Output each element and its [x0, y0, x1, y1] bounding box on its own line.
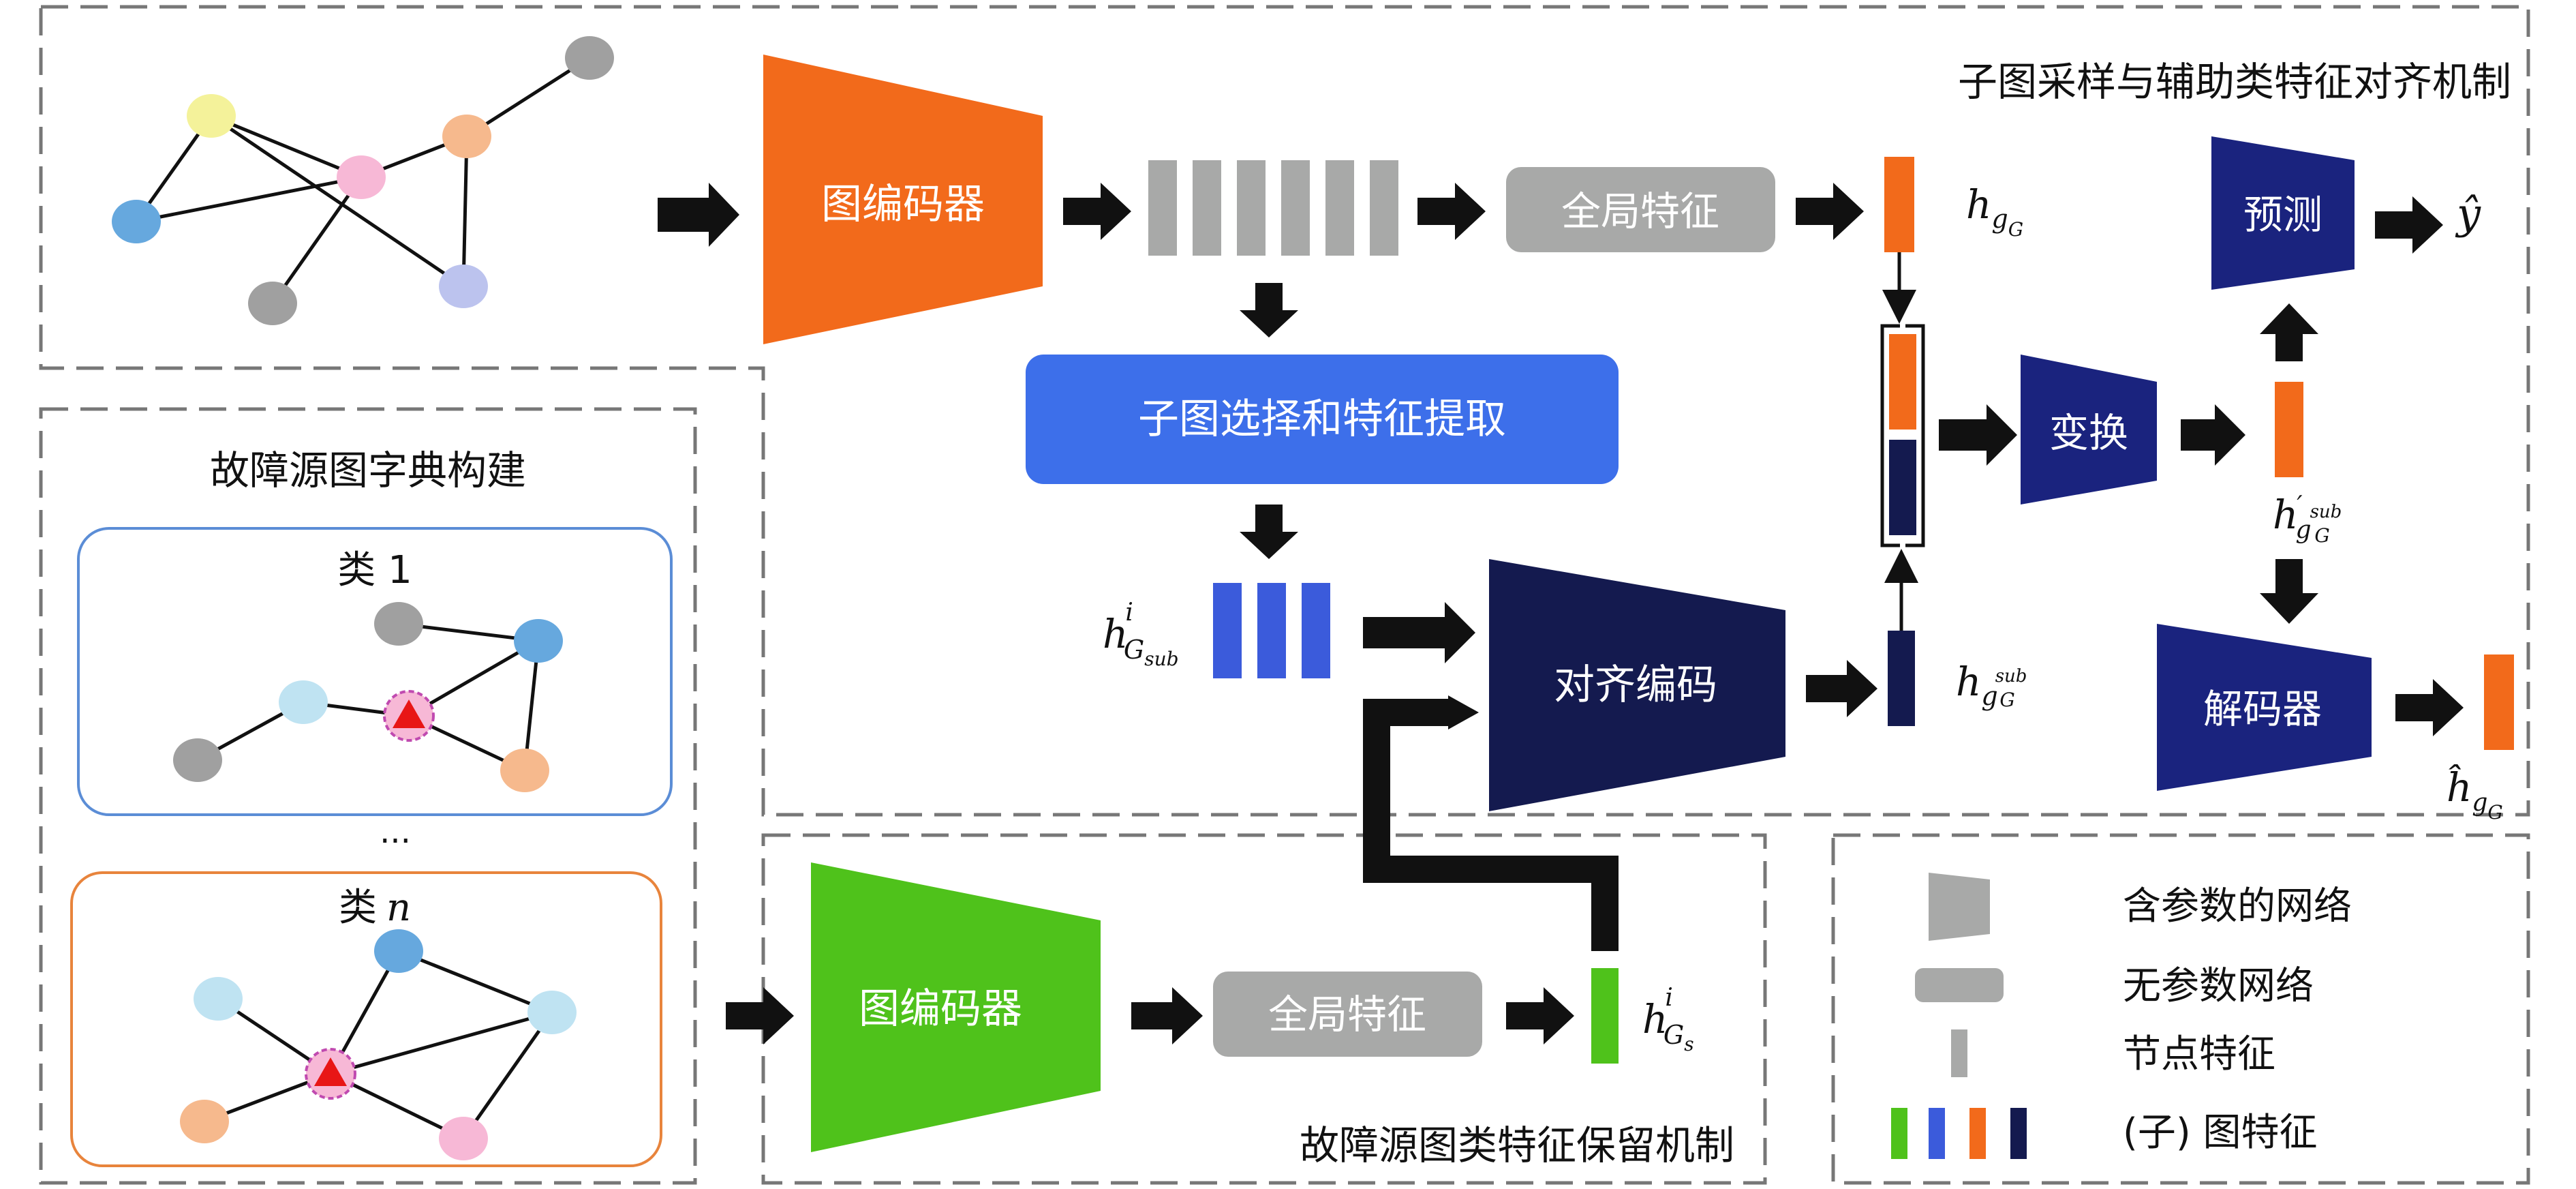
global-feature-top	[1506, 167, 1775, 252]
dict-class1-graph	[173, 602, 563, 792]
predict-block	[2211, 136, 2355, 290]
decoder-block	[2157, 624, 2372, 791]
global-feature-bottom-label: 全局特征	[1268, 991, 1426, 1038]
arrow-encoder-to-nodes	[1063, 183, 1131, 240]
transform-block	[2021, 355, 2157, 505]
arrow-hprime-to-decoder	[2260, 559, 2318, 624]
elbow-arrow-head	[1448, 695, 1479, 729]
input-graph	[112, 36, 614, 325]
subgraph-select-box	[1026, 355, 1619, 484]
dict-classn-box	[70, 871, 662, 1167]
encoder-bottom-label: 图编码器	[859, 985, 1022, 1033]
align-encoder-label: 对齐编码	[1554, 661, 1717, 709]
hgG-bar	[1884, 157, 1914, 252]
decoder-label: 解码器	[2203, 686, 2322, 732]
encoder-top-label: 图编码器	[821, 181, 985, 228]
legend-param-network-label: 含参数的网络	[2123, 884, 2352, 929]
node-gray-1	[248, 282, 297, 325]
node-feature-bars	[1148, 160, 1398, 256]
y-hat-label: ŷ	[2455, 189, 2481, 239]
legend-node-feature-icon	[1951, 1029, 1967, 1077]
concat-vector	[1880, 324, 1925, 547]
frame-dictionary	[39, 407, 697, 1185]
arrow-concat-to-transform	[1939, 404, 2017, 466]
arrow-select-to-subbars	[1240, 505, 1298, 559]
global-feature-top-label: 全局特征	[1561, 188, 1719, 235]
node-gray-2	[565, 36, 614, 80]
title-class-retention: 故障源图类特征保留机制	[1300, 1122, 1734, 1169]
arrow-input-to-encoder	[658, 183, 739, 247]
title-dictionary: 故障源图字典构建	[210, 447, 526, 494]
node-lavender	[439, 265, 488, 308]
legend-navy-bar	[2010, 1108, 2027, 1159]
encoder-top	[763, 55, 1043, 344]
legend-blue-bar	[1929, 1108, 1945, 1159]
arrow-nodes-to-global	[1417, 183, 1486, 240]
subgraph-select-label: 子图选择和特征提取	[1138, 395, 1506, 443]
arrow-hprime-to-predict	[2260, 303, 2318, 361]
global-feature-bottom	[1213, 972, 1482, 1057]
align-encoder	[1489, 559, 1785, 811]
encoder-bottom	[811, 862, 1101, 1152]
node-peach	[442, 115, 491, 158]
hgG-label: hgG	[1966, 181, 2023, 241]
arrow-global-to-hgG	[1796, 183, 1864, 240]
dict-class1-label: 类 1	[337, 548, 412, 592]
hgsub-bar	[1888, 631, 1915, 726]
arrow-align-to-hgsub	[1806, 660, 1877, 717]
legend-orange-bar	[1969, 1108, 1986, 1159]
predict-label: 预测	[2243, 192, 2322, 238]
dict-class1-box	[77, 527, 673, 816]
legend-node-feature-label: 节点特征	[2123, 1032, 2275, 1077]
hhat-bar	[2484, 654, 2514, 750]
subgraph-feature-bars	[1213, 583, 1330, 678]
hhat-label: ĥgG	[2447, 764, 2503, 824]
legend-param-network-icon	[1929, 873, 1990, 941]
legend-nonparam-network-label: 无参数网络	[2123, 964, 2314, 1008]
arrow-decoder-to-hhat	[2395, 679, 2464, 736]
node-pink	[337, 155, 386, 199]
legend: 含参数的网络 无参数网络 节点特征 (子) 图特征	[1891, 873, 2352, 1159]
legend-graph-feature-label: (子) 图特征	[2123, 1111, 2318, 1155]
frame-legend	[1831, 833, 2530, 1185]
dict-classn-graph	[180, 929, 577, 1160]
node-blue	[112, 200, 161, 243]
fault-triangle-icon	[393, 699, 425, 728]
arrow-transform-to-hprime	[2181, 404, 2245, 466]
arrow-subbars-to-align	[1363, 602, 1475, 663]
hprime-bar	[2275, 382, 2303, 477]
fault-triangle-icon	[314, 1057, 347, 1086]
arrow-predict-to-y	[2375, 196, 2443, 254]
legend-nonparam-network-icon	[1915, 968, 2004, 1002]
frame-class-retention	[761, 833, 1767, 1185]
transform-label: 变换	[2049, 410, 2128, 456]
arrow-nodes-to-select	[1240, 283, 1298, 337]
frame-top	[39, 5, 2530, 817]
dict-ellipsis: ···	[380, 822, 411, 860]
node-yellow	[187, 94, 236, 138]
arrow-global-to-hGs	[1506, 987, 1574, 1044]
legend-green-bar	[1891, 1108, 1907, 1159]
hGs-bar	[1591, 968, 1619, 1064]
arrow-encoder-bottom-to-global	[1131, 987, 1203, 1044]
title-subgraph-sampling: 子图采样与辅助类特征对齐机制	[1958, 59, 2511, 105]
arrow-dict-to-encoder-bottom	[726, 987, 794, 1044]
elbow-arrow-hGs-to-align	[1363, 699, 1619, 951]
